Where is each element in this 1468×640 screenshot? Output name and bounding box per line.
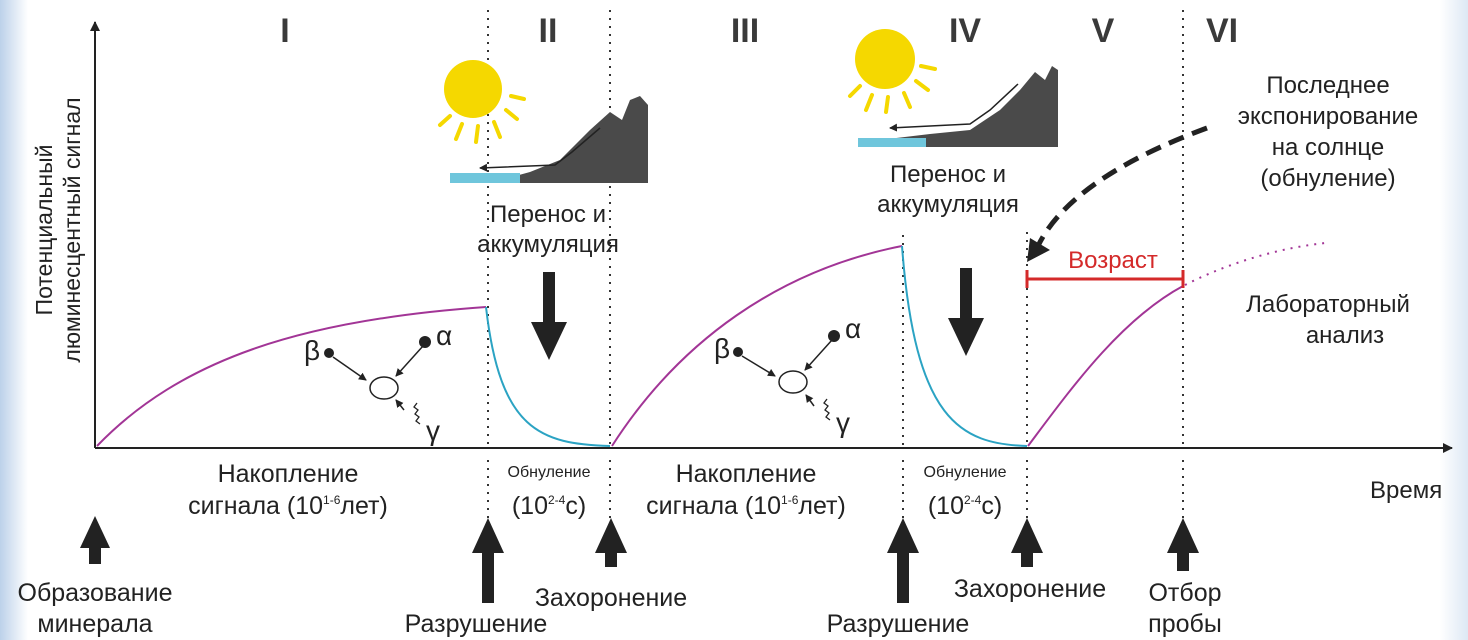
alpha-particle-icon bbox=[419, 336, 431, 348]
mineral-grain-icon bbox=[778, 370, 808, 394]
alpha-label: α bbox=[436, 320, 452, 351]
y-axis-label-line2: люминесцентный сигнал bbox=[59, 97, 85, 362]
age-label: Возраст bbox=[1068, 247, 1158, 274]
accumulation-phase-2-line2: сигнала (101-6лет) bbox=[646, 492, 846, 520]
reset-phase-2-line1: Обнуление bbox=[924, 464, 1007, 481]
laboratory-extrapolation-curve bbox=[1184, 242, 1326, 286]
reset-curve-2 bbox=[901, 245, 1028, 447]
reset-curve-1 bbox=[485, 306, 611, 447]
event-sampling-line1: Отбор bbox=[1148, 579, 1221, 607]
reset-phase-1-line2: (102-4с) bbox=[512, 492, 586, 520]
beta-particle-icon bbox=[324, 348, 334, 358]
sun-icon bbox=[855, 29, 915, 89]
lab-analysis-line1: Лабораторный bbox=[1246, 291, 1410, 318]
beta-label: β bbox=[714, 333, 730, 364]
event-destruction-1: Разрушение bbox=[405, 610, 548, 638]
radiation-diagram-2: α β γ bbox=[714, 313, 861, 438]
gamma-label: γ bbox=[426, 415, 440, 446]
mountain-icon bbox=[490, 96, 648, 183]
transport-illustration-1 bbox=[438, 60, 648, 183]
event-formation-line1: Образование bbox=[18, 579, 173, 607]
up-arrow-icon bbox=[595, 518, 627, 567]
stage-label-1: I bbox=[280, 12, 289, 50]
last-exposure-line3: на солнце bbox=[1272, 134, 1384, 161]
accumulation-phase-2-line1: Накопление bbox=[676, 460, 817, 488]
last-exposure-arrowhead-icon bbox=[1027, 238, 1050, 262]
mineral-grain-icon bbox=[369, 376, 399, 400]
accumulation-curve-2 bbox=[611, 245, 903, 447]
gamma-ray-icon bbox=[823, 398, 831, 421]
alpha-particle-icon bbox=[828, 330, 840, 342]
beta-label: β bbox=[304, 335, 320, 366]
up-arrow-icon bbox=[80, 516, 110, 564]
event-burial-2: Захоронение bbox=[954, 575, 1106, 603]
gamma-label: γ bbox=[836, 407, 850, 438]
sun-rays-icon bbox=[848, 64, 937, 114]
sun-rays-icon bbox=[438, 94, 526, 144]
event-destruction-2: Разрушение bbox=[827, 610, 970, 638]
up-arrow-icon bbox=[1167, 518, 1199, 571]
alpha-label: α bbox=[845, 313, 861, 344]
down-arrow-icon bbox=[948, 268, 984, 356]
last-exposure-line1: Последнее bbox=[1266, 72, 1389, 99]
accumulation-phase-1-line1: Накопление bbox=[218, 460, 359, 488]
stage-label-2: II bbox=[539, 12, 558, 50]
event-sampling-line2: пробы bbox=[1148, 610, 1222, 638]
flow-arrow-icon bbox=[889, 83, 1019, 132]
accumulation-curve-1 bbox=[96, 306, 487, 447]
sun-icon bbox=[444, 60, 502, 118]
up-arrow-icon bbox=[472, 518, 504, 603]
transport-label-2-line2: аккумуляция bbox=[877, 191, 1019, 218]
up-arrow-icon bbox=[887, 518, 919, 603]
stage-label-6: VI bbox=[1206, 12, 1238, 50]
transport-illustration-2 bbox=[848, 29, 1058, 147]
reset-phase-2-line2: (102-4с) bbox=[928, 492, 1002, 520]
x-axis-label: Время bbox=[1370, 477, 1442, 504]
y-axis-label-line1: Потенциальный bbox=[31, 145, 57, 316]
mountain-icon bbox=[880, 66, 1058, 147]
lab-analysis-line2: анализ bbox=[1306, 322, 1384, 349]
radiation-diagram-1: α β γ bbox=[304, 320, 452, 446]
water-icon bbox=[858, 138, 926, 147]
stage-label-5: V bbox=[1092, 12, 1115, 50]
up-arrow-icon bbox=[1011, 518, 1043, 567]
last-exposure-arrow bbox=[1035, 125, 1208, 248]
accumulation-curve-3 bbox=[1027, 285, 1184, 447]
stage-label-4: IV bbox=[949, 12, 981, 50]
transport-label-2-line1: Перенос и bbox=[890, 161, 1006, 188]
gamma-ray-icon bbox=[413, 402, 421, 425]
last-exposure-line4: (обнуление) bbox=[1260, 165, 1395, 192]
last-exposure-line2: экспонирование bbox=[1238, 103, 1419, 130]
transport-label-1-line1: Перенос и bbox=[490, 201, 606, 228]
beta-particle-icon bbox=[733, 347, 743, 357]
transport-label-1-line2: аккумуляция bbox=[477, 231, 619, 258]
down-arrow-icon bbox=[531, 272, 567, 360]
stage-label-3: III bbox=[731, 12, 759, 50]
event-formation-line2: минерала bbox=[37, 610, 152, 638]
flow-arrow-icon bbox=[479, 127, 601, 172]
event-burial-1: Захоронение bbox=[535, 584, 687, 612]
accumulation-phase-1-line2: сигнала (101-6лет) bbox=[188, 492, 388, 520]
water-icon bbox=[450, 173, 520, 183]
reset-phase-1-line1: Обнуление bbox=[508, 464, 591, 481]
